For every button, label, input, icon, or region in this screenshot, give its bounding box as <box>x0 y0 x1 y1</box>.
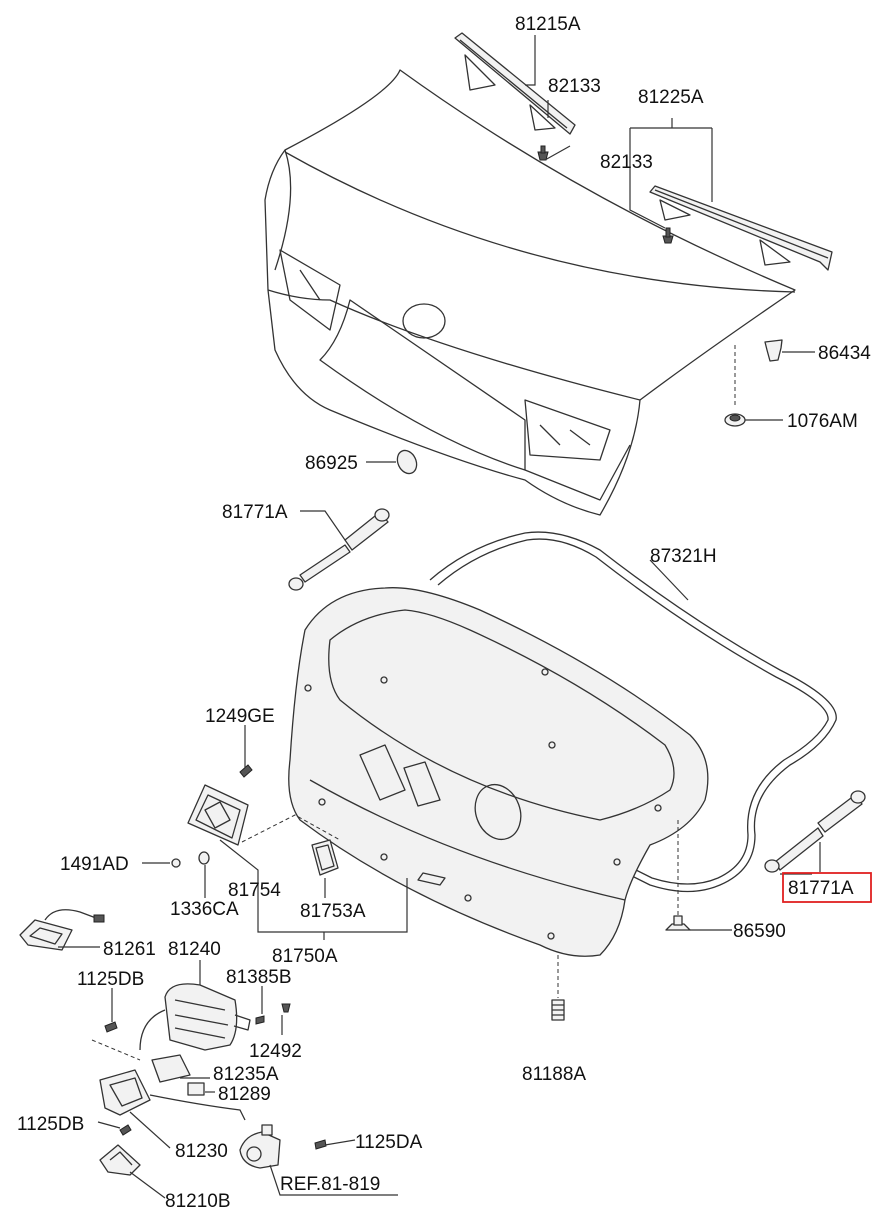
trunk-lid-outer-panel <box>264 69 796 516</box>
latch-81230 <box>99 1069 246 1121</box>
label-12492: 12492 <box>249 1041 302 1062</box>
screw-81385B <box>255 1015 265 1025</box>
label-86925: 86925 <box>305 453 358 474</box>
screw-1249GE <box>239 764 253 778</box>
label-81771A-upper: 81771A <box>222 502 288 523</box>
highlight-box-81771A <box>782 872 872 903</box>
stopper-81188A <box>551 999 565 1021</box>
label-81753A: 81753A <box>300 901 366 922</box>
label-1076AM: 1076AM <box>787 411 858 432</box>
grommet-1336CA <box>198 851 210 865</box>
label-1125DB-upper: 1125DB <box>77 969 144 990</box>
label-81225A: 81225A <box>638 87 704 108</box>
push-nut-86590 <box>665 915 691 931</box>
label-81235A: 81235A <box>213 1064 279 1085</box>
leader-lines <box>58 35 821 1199</box>
trunk-lid-trim-panel <box>288 587 709 957</box>
label-81754: 81754 <box>228 880 281 901</box>
label-ref-81-819: REF.81-819 <box>280 1174 380 1195</box>
label-81240: 81240 <box>168 939 221 960</box>
grommet-1076AM <box>724 413 746 427</box>
screw-12492 <box>281 1003 291 1013</box>
label-1249GE: 1249GE <box>205 706 275 727</box>
label-82133-lower: 82133 <box>600 152 653 173</box>
screw-1125DA <box>314 1139 327 1150</box>
lamp-81261 <box>19 909 105 951</box>
bolt-82133-upper <box>537 145 549 161</box>
label-86590: 86590 <box>733 921 786 942</box>
screw-1125DB-upper <box>104 1021 118 1033</box>
label-86434: 86434 <box>818 343 871 364</box>
weatherstrip-81225A <box>649 185 833 271</box>
key-cylinder-ref <box>239 1124 281 1169</box>
plug-86925 <box>396 449 418 475</box>
label-1125DA: 1125DA <box>355 1132 423 1153</box>
bracket-81235A <box>151 1054 191 1083</box>
label-81289: 81289 <box>218 1084 271 1105</box>
nut-1491AD <box>171 858 181 868</box>
label-81750A: 81750A <box>272 946 338 967</box>
weatherstrip-seal-87321H <box>429 531 837 893</box>
cover-81753A <box>311 839 339 876</box>
weatherstrip-81215A <box>454 32 576 135</box>
label-1125DB-lower: 1125DB <box>17 1114 84 1135</box>
label-1336CA: 1336CA <box>170 899 239 920</box>
label-81771A-right: 81771A <box>788 878 854 899</box>
label-1491AD: 1491AD <box>60 854 129 875</box>
screw-1125DB-lower <box>119 1124 132 1136</box>
bolt-82133-lower <box>662 227 674 244</box>
label-82133-upper: 82133 <box>548 76 601 97</box>
label-81210B: 81210B <box>165 1191 231 1211</box>
striker-81210B <box>99 1144 141 1176</box>
gas-lifter-81771A-left <box>288 508 390 591</box>
gas-lifter-81771A-right <box>764 790 866 873</box>
switch-81289 <box>187 1082 205 1096</box>
handle-housing-81754 <box>187 784 249 846</box>
label-87321H: 87321H <box>650 546 717 567</box>
part-labels: 81215A 82133 81225A 82133 86434 1076AM 8… <box>17 14 871 1211</box>
label-81261: 81261 <box>103 939 156 960</box>
label-81188A: 81188A <box>522 1064 586 1085</box>
clip-86434 <box>764 339 783 362</box>
label-81230: 81230 <box>175 1141 228 1162</box>
label-81385B: 81385B <box>226 967 292 988</box>
label-81215A: 81215A <box>515 14 581 35</box>
actuator-81240 <box>139 983 251 1051</box>
